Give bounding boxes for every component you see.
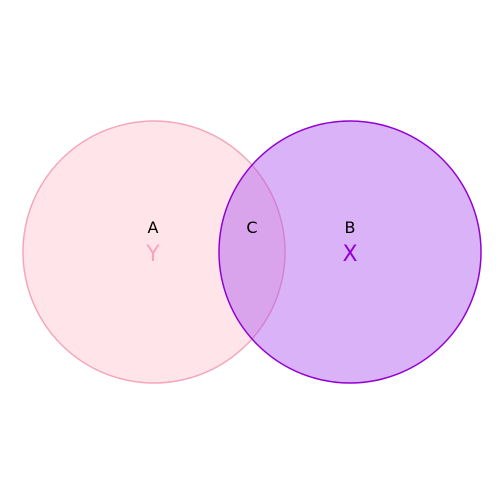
region-b-label: B bbox=[345, 218, 356, 237]
set-x-label: X bbox=[342, 242, 357, 267]
region-c-label: C bbox=[246, 218, 257, 237]
set-x-circle bbox=[218, 120, 482, 384]
region-a-label: A bbox=[148, 218, 159, 237]
set-y-label: Y bbox=[145, 242, 160, 267]
set-y-circle bbox=[22, 120, 286, 384]
